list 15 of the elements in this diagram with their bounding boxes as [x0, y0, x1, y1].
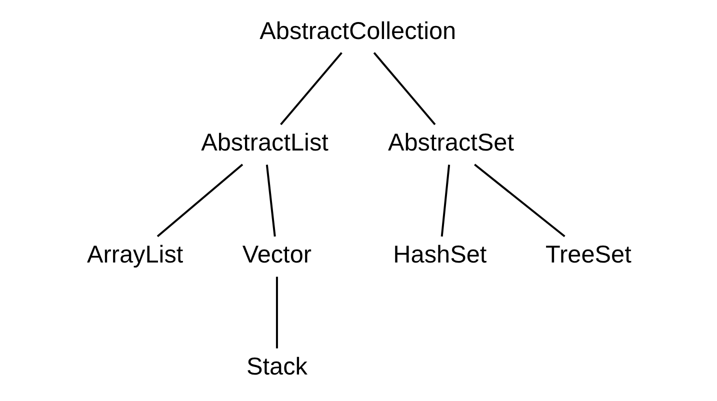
connector — [275, 276, 278, 348]
node-text: AbstractList — [200, 130, 328, 157]
node-text: ArrayList — [86, 242, 183, 269]
node-text: Stack — [246, 354, 307, 381]
node-text: HashSet — [392, 242, 486, 269]
node-text: Vector — [242, 242, 312, 269]
node-text: AbstractCollection — [259, 18, 456, 45]
connector — [280, 52, 342, 126]
connector — [440, 164, 450, 237]
connector — [265, 164, 276, 237]
connector — [372, 52, 436, 126]
connector — [156, 164, 243, 238]
node-text: TreeSet — [545, 242, 631, 269]
connector — [474, 164, 565, 238]
node-text: AbstractSet — [388, 130, 514, 157]
